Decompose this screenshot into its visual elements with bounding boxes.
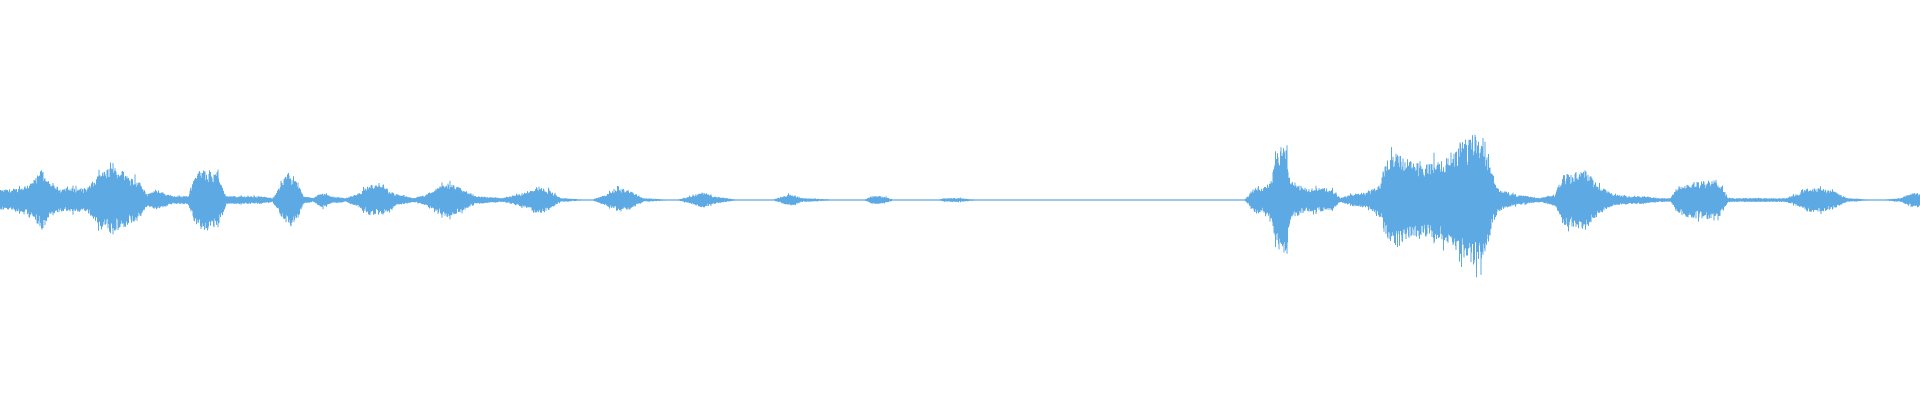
waveform-trace	[0, 134, 1920, 278]
